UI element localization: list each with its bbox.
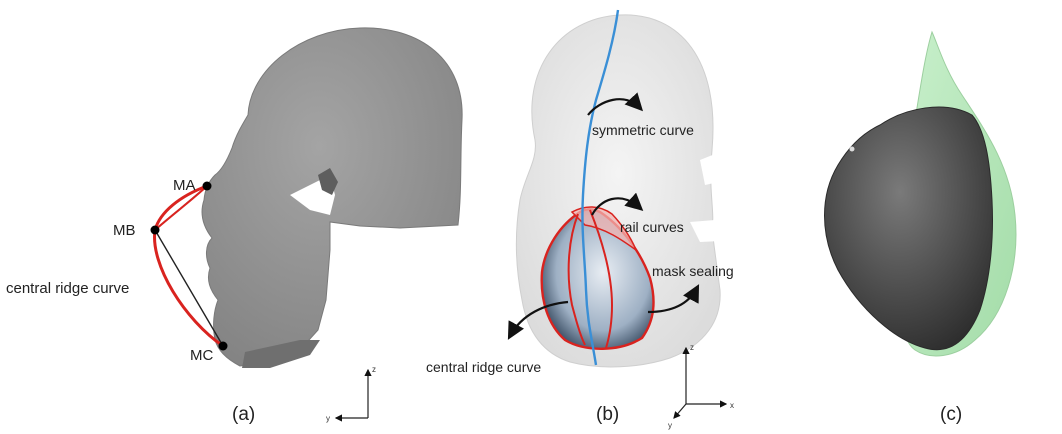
chord-mb-mc: [154, 229, 224, 347]
axis-x-b-label: x: [730, 401, 734, 410]
label-mc: MC: [190, 347, 213, 364]
label-rail-curves: rail curves: [620, 219, 684, 235]
label-central-ridge-a: central ridge curve: [6, 280, 129, 297]
label-central-ridge-b: central ridge curve: [426, 359, 541, 375]
arrow-symmetric: [587, 92, 644, 116]
axis-y-b-label: y: [668, 421, 672, 430]
ridge-curve-red-inner: [154, 185, 208, 231]
arrow-rail: [591, 192, 644, 216]
label-ma: MA: [173, 177, 196, 194]
mask-cushion-dark: [824, 106, 993, 351]
rail-curve-left: [567, 213, 586, 346]
arrow-sealing: [647, 284, 700, 314]
arrow-ridge: [507, 300, 569, 340]
point-mb: [150, 225, 160, 235]
point-ma: [202, 181, 212, 191]
rail-fan: [570, 206, 638, 253]
panel-a: MA MB MC central ridge curve z y (a): [6, 27, 463, 425]
cushion-highlight: [849, 146, 855, 152]
panel-b: symmetric curve rail curves mask sealing…: [426, 9, 742, 430]
cloud-gap-lower: [690, 218, 742, 242]
rail-curve-right: [589, 209, 614, 349]
axis-y-b: [673, 403, 687, 419]
caption-b: (b): [596, 404, 619, 425]
ridge-curve-red: [153, 184, 224, 348]
axis-z-b-label: z: [690, 343, 694, 352]
panel-c: (c): [824, 30, 1017, 425]
axis-z-a-label: z: [372, 365, 376, 374]
cloud-gap-upper: [700, 150, 728, 185]
caption-c: (c): [940, 404, 962, 425]
mesh-hole-ear: [318, 168, 338, 195]
label-mask-sealing: mask sealing: [652, 263, 734, 279]
symmetric-curve-blue: [581, 9, 620, 366]
point-mc: [218, 341, 228, 351]
jaw-shadow: [242, 340, 320, 368]
axis-y-a-label: y: [326, 414, 330, 423]
label-symmetric-curve: symmetric curve: [592, 122, 694, 138]
label-mb: MB: [113, 222, 136, 239]
caption-a: (a): [232, 404, 255, 425]
